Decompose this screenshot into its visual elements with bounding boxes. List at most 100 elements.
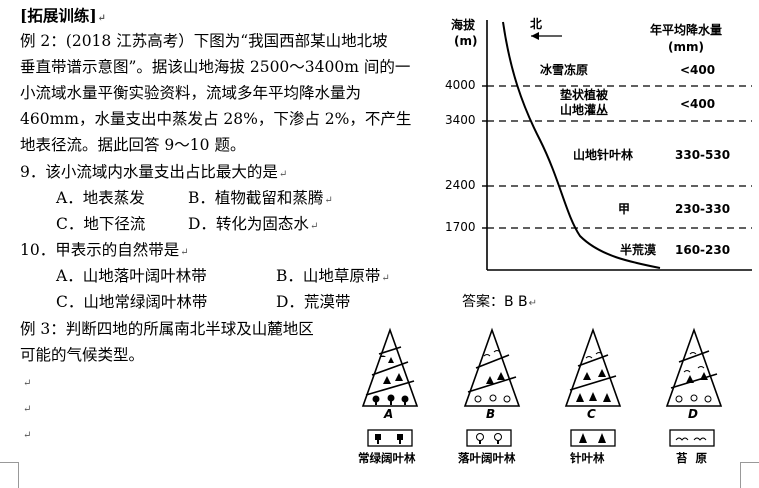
q9-option-c[interactable]: C．地下径流 xyxy=(56,212,145,236)
mountain-b xyxy=(463,327,521,407)
heading-text: [拓展训练] xyxy=(20,6,97,25)
mountain-d-outline xyxy=(665,327,723,407)
example2-line-1: 例 2：(2018 江苏高考）下图为“我国西部某山地北坡 xyxy=(20,29,388,53)
north-arrow-head xyxy=(531,32,539,40)
tick-label-4000: 4000 xyxy=(445,78,476,92)
legend-label-coniferous: 针叶林 xyxy=(570,451,605,465)
example2-line-3-text: 小流域水量平衡实验资料，流域多年平均降水量为 xyxy=(20,84,362,102)
y-axis-title-line2: (m) xyxy=(454,34,478,48)
q10-option-c-text: C．山地常绿阔叶林带 xyxy=(56,293,208,311)
legend-boxes xyxy=(367,429,715,447)
legend-label-tundra: 苔 原 xyxy=(676,451,708,465)
zone-2-precip: <400 xyxy=(680,97,716,111)
zone-5-name: 半荒漠 xyxy=(620,243,657,257)
paragraph-mark: ↵ xyxy=(180,247,189,258)
example3-line-2-text: 可能的气候类型。 xyxy=(20,346,145,364)
mountain-a-outline xyxy=(361,327,419,407)
mountain-c-band-2 xyxy=(569,375,617,391)
paragraph-mark: ↵ xyxy=(381,273,390,284)
example2-line-1-text: 例 2：(2018 江苏高考）下图为“我国西部某山地北坡 xyxy=(20,32,388,50)
zone-1-precip: <400 xyxy=(680,63,716,77)
mountain-c-band-1 xyxy=(577,354,609,367)
precip-title-line2: (mm) xyxy=(668,40,704,54)
precip-title-line1: 年平均降水量 xyxy=(650,23,723,37)
mountain-c-label: C xyxy=(587,407,596,421)
mountain-a-band-1 xyxy=(371,361,409,376)
example3-line-1: 例 3：判断四地的所属南北半球及山麓地区 xyxy=(20,317,314,341)
question-10-stem: 10．甲表示的自然带是↵ xyxy=(20,238,189,265)
legend-box-deciduous xyxy=(466,429,512,447)
mountain-a xyxy=(361,327,419,407)
mountain-slope-curve xyxy=(502,21,661,269)
zone-3-name: 山地针叶林 xyxy=(573,148,634,162)
example2-line-4-text: 460mm，水量支出中蒸发占 28%，下渗占 2%，不产生 xyxy=(20,110,412,128)
tick-label-1700: 1700 xyxy=(445,220,476,234)
example2-line-4: 460mm，水量支出中蒸发占 28%，下渗占 2%，不产生 xyxy=(20,107,411,131)
mountain-a-band-2 xyxy=(378,346,402,355)
crop-mark-left-v xyxy=(18,462,19,488)
section-heading: [拓展训练]↵ xyxy=(20,4,106,31)
q10-option-b[interactable]: B．山地草原带↵ xyxy=(276,264,390,291)
paragraph-mark: ↵ xyxy=(278,169,288,180)
legend-box-evergreen xyxy=(367,429,413,447)
crop-mark-right-v xyxy=(740,462,741,488)
q9-option-d-text: D．转化为固态水 xyxy=(188,215,309,233)
example2-line-2: 垂直带谱示意图”。据该山地海拔 2500～3400m 间的一 xyxy=(20,55,410,79)
q9-option-a[interactable]: A．地表蒸发 xyxy=(56,186,145,210)
question-9-stem-text: 9．该小流域内水量支出占比最大的是 xyxy=(20,163,278,181)
zone-2-name: 垫状植被 山地灌丛 xyxy=(560,88,609,117)
paragraph-mark: ↵ xyxy=(528,298,538,309)
example3-line-1-text: 例 3：判断四地的所属南北半球及山麓地区 xyxy=(20,320,314,338)
example2-line-5: 地表径流。据此回答 9～10 题。 xyxy=(20,133,245,157)
mountain-a-label: A xyxy=(384,407,394,421)
direction-label: 北 xyxy=(530,17,543,31)
crop-mark-right xyxy=(740,462,759,463)
q10-option-a[interactable]: A．山地落叶阔叶林带 xyxy=(56,264,207,288)
example2-line-3: 小流域水量平衡实验资料，流域多年平均降水量为 xyxy=(20,81,361,105)
empty-paragraph-mark-1: ↵ xyxy=(23,378,32,389)
q9-option-b-text: B．植物截留和蒸腾 xyxy=(188,189,324,207)
crop-mark-left xyxy=(0,462,18,463)
legend-label-deciduous: 落叶阔叶林 xyxy=(458,451,516,465)
empty-paragraph-mark-3: ↵ xyxy=(23,430,32,441)
mountain-b-outline xyxy=(463,327,521,407)
y-axis-title-line1: 海拔 xyxy=(451,18,476,32)
question-10-stem-text: 10．甲表示的自然带是 xyxy=(20,241,180,259)
zone-1-name: 冰雪冻原 xyxy=(540,63,589,77)
zone-4-precip: 230-330 xyxy=(675,202,731,216)
mountain-c xyxy=(564,327,622,407)
q10-option-b-text: B．山地草原带 xyxy=(276,267,381,285)
example2-line-2-text: 垂直带谱示意图”。据该山地海拔 2500～3400m 间的一 xyxy=(20,58,411,76)
tick-label-3400: 3400 xyxy=(445,113,476,127)
example2-line-5-text: 地表径流。据此回答 9～10 题。 xyxy=(20,136,246,154)
example3-line-2: 可能的气候类型。 xyxy=(20,343,144,367)
paragraph-mark: ↵ xyxy=(324,195,333,206)
paragraph-mark: ↵ xyxy=(309,221,319,232)
answer-text: 答案：B B xyxy=(462,294,528,310)
mountain-b-band-1 xyxy=(475,354,510,369)
q10-option-a-text: A．山地落叶阔叶林带 xyxy=(56,267,207,285)
mountain-d xyxy=(665,327,723,407)
q9-option-d[interactable]: D．转化为固态水↵ xyxy=(188,212,318,239)
q9-option-c-text: C．地下径流 xyxy=(56,215,146,233)
y-axis-title: 海拔 (m) xyxy=(451,17,477,49)
zone-4-name: 甲 xyxy=(618,202,631,216)
zone-5-precip: 160-230 xyxy=(675,243,731,257)
q10-option-d[interactable]: D．荒漠带 xyxy=(276,290,350,314)
q10-option-c[interactable]: C．山地常绿阔叶林带 xyxy=(56,290,207,314)
q10-option-d-text: D．荒漠带 xyxy=(276,293,351,311)
legend-box-coniferous xyxy=(570,429,616,447)
zone-3-precip: 330-530 xyxy=(675,148,731,162)
precip-title: 年平均降水量 (mm) xyxy=(650,22,722,56)
empty-paragraph-mark-2: ↵ xyxy=(23,404,32,415)
mountain-d-band-1 xyxy=(678,350,710,363)
mountain-symbols xyxy=(372,350,712,405)
mountain-d-band-2 xyxy=(670,373,718,389)
mountain-c-outline xyxy=(564,327,622,407)
answer-line: 答案：B B↵ xyxy=(462,290,537,316)
q9-option-b[interactable]: B．植物截留和蒸腾↵ xyxy=(188,186,333,213)
legend-label-evergreen: 常绿阔叶林 xyxy=(358,451,416,465)
legend-symbols xyxy=(375,433,707,444)
mountain-b-band-2 xyxy=(467,376,517,393)
tick-label-2400: 2400 xyxy=(445,178,476,192)
